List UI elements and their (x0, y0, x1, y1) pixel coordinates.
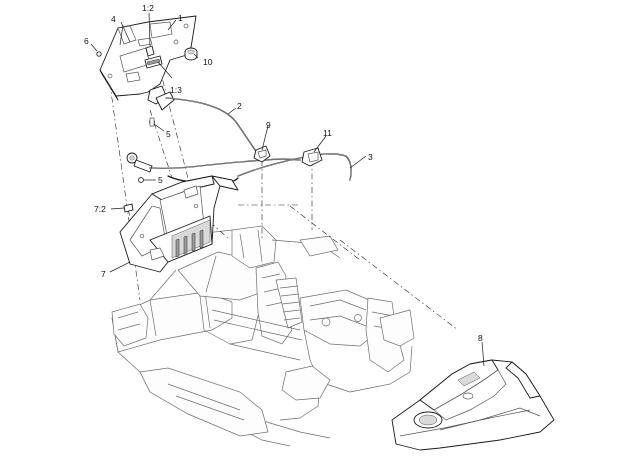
storage-tray-7 (119, 175, 239, 273)
callout-8: 8 (478, 333, 483, 343)
callout-6: 6 (84, 36, 89, 46)
callout-labels: 1 1:2 4 6 10 1:3 2 5 9 11 3 5 7:2 7 8 (84, 3, 483, 343)
cover-8 (391, 359, 555, 451)
callout-1: 1 (178, 13, 183, 23)
fastener-5-lower (138, 177, 144, 183)
callout-7: 7 (101, 269, 106, 279)
chassis-frame (111, 225, 415, 447)
clamp-9 (253, 145, 271, 163)
callout-7-2: 7:2 (94, 204, 106, 214)
callout-1-2: 1:2 (142, 3, 154, 13)
callout-5-lower: 5 (158, 175, 163, 185)
callout-1-3: 1:3 (170, 85, 182, 95)
leader-lines (109, 12, 485, 367)
fastener-7-2 (110, 203, 134, 213)
callout-4: 4 (111, 14, 116, 24)
cable-3 (215, 153, 352, 187)
fastener-5-upper (149, 117, 155, 127)
callout-3: 3 (368, 152, 373, 162)
callout-11: 11 (323, 128, 332, 138)
mount-plate (99, 15, 197, 101)
fastener-6 (90, 43, 102, 57)
cable-2 (126, 85, 301, 183)
callout-2: 2 (237, 101, 242, 111)
clip-11 (301, 147, 323, 167)
callout-9: 9 (266, 120, 271, 130)
grommet-10 (184, 47, 198, 61)
callout-5-upper: 5 (166, 129, 171, 139)
callout-10: 10 (203, 57, 213, 67)
